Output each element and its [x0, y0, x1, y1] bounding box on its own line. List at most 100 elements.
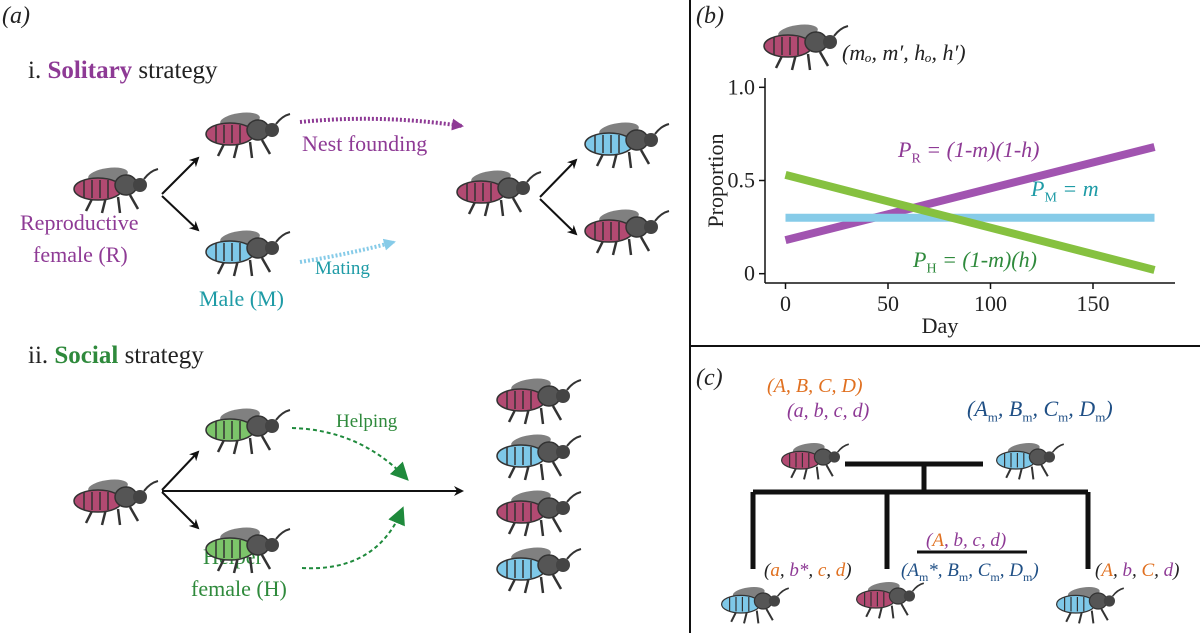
bee-icon [496, 547, 582, 594]
gene-c2b-0-sub: m [918, 569, 929, 584]
gene-fl-3: d [852, 400, 863, 422]
gene-c2b-2-sub: m [990, 569, 1000, 584]
split-arrow-up [161, 156, 200, 195]
gene-fu-3: D [841, 375, 856, 397]
x-tick-label: 100 [974, 291, 1007, 316]
helper-label-line2: female (H) [191, 576, 287, 601]
panel-b-label: (b) [696, 3, 724, 29]
gene-m-3-sub: m [1095, 409, 1106, 425]
x-tick-label: 50 [877, 291, 899, 316]
equation-R-rest: = (1-m)(1-h) [920, 137, 1040, 162]
female-genes-upper: (A, B, C, D) [767, 375, 863, 397]
gene-c2b-3-sub: m [1023, 569, 1033, 584]
solitary-heading: i. Solitary strategy [28, 58, 218, 83]
gene-fu-2: C [818, 375, 832, 397]
gene-fl-1: b [813, 400, 824, 422]
vertical-divider [689, 0, 691, 633]
child1-genes: (a, b*, c, d) [764, 560, 852, 581]
social-word: Social [54, 342, 119, 369]
bee-icon [205, 230, 291, 277]
gene-c2b-1-sub: m [958, 569, 969, 584]
gene-c2t-3: d [990, 530, 1000, 551]
social-split-down [161, 491, 200, 530]
bee-icon [205, 408, 291, 455]
gene-c3-3: d [1163, 560, 1174, 581]
gene-m-2: C [1043, 396, 1059, 421]
helping-arrow-bottom [301, 506, 405, 570]
params-label: (mₒ, m′, hₒ, h′) [842, 40, 966, 65]
bee-icon [996, 443, 1065, 480]
equation-R: PR = (1-m)(1-h) [898, 139, 1040, 166]
social-prefix: ii. [28, 342, 55, 369]
y-tick-label: 0 [744, 261, 755, 286]
gene-m-2-sub: m [1058, 409, 1069, 425]
y-tick-label: 1.0 [728, 74, 756, 99]
mating-label: Mating [315, 258, 370, 279]
gene-c1-2: c [817, 560, 827, 581]
equation-H-p: P [913, 247, 927, 272]
social-split-up [161, 450, 200, 491]
panel-c-label: (c) [696, 365, 723, 391]
bee-icon [1056, 587, 1125, 624]
bee-icon [496, 490, 582, 537]
gene-c2b-3: D [1009, 560, 1023, 581]
gene-m-1-sub: m [1022, 409, 1033, 425]
panel-a-label: (a) [2, 3, 30, 29]
bee-icon [584, 122, 670, 169]
gene-fu-1: B [795, 375, 809, 397]
gene-fl-2: c [833, 400, 843, 422]
series-line-R [784, 143, 1156, 245]
split-arrow-down [161, 195, 200, 232]
mating-arrow [299, 238, 396, 264]
male-label: Male (M) [199, 286, 284, 311]
y-tick-label: 0.5 [728, 168, 756, 193]
equation-H-sub: H [926, 261, 937, 277]
equation-M-p: P [1031, 176, 1045, 201]
series-line-H [784, 171, 1156, 274]
gene-c2b-0: A [907, 560, 919, 581]
bee-icon [763, 24, 849, 71]
gene-c3-0: A [1101, 560, 1113, 581]
x-tick-label: 0 [780, 291, 791, 316]
gene-c3-2: C [1141, 560, 1155, 581]
bee-icon [584, 209, 670, 256]
gene-c1-0: a [770, 560, 780, 581]
bee-icon [73, 167, 159, 214]
gene-c3-1: b [1122, 560, 1132, 581]
equation-R-sub: R [911, 151, 921, 167]
child2-genes-bottom: (Am*, Bm, Cm, Dm) [901, 560, 1039, 584]
social-suffix: strategy [118, 342, 204, 369]
gene-m-0-sub: m [987, 409, 998, 425]
equation-M-sub: M [1044, 190, 1057, 206]
equation-H-rest: = (1-m)(h) [936, 247, 1037, 272]
reproductive-label-line2: female (R) [33, 242, 128, 267]
bee-icon [781, 443, 850, 480]
nest-founding-label: Nest founding [302, 131, 428, 156]
bee-icon [496, 378, 582, 425]
offspring-split-up [539, 158, 578, 198]
reproductive-label-line1: Reproductive [20, 210, 139, 235]
child3-genes: (A, b, C, d) [1095, 560, 1180, 581]
helping-label: Helping [336, 411, 398, 432]
equation-M-rest: = m [1056, 176, 1099, 201]
bee-icon [205, 112, 291, 159]
solitary-prefix: i. [28, 57, 48, 84]
bee-icon [73, 479, 159, 526]
y-axis-label: Proportion [703, 133, 728, 227]
gene-m-3: D [1079, 396, 1096, 421]
x-tick-label: 150 [1077, 291, 1110, 316]
gene-c1-3: d [835, 560, 846, 581]
gene-c2b-2: C [977, 560, 991, 581]
child2-genes-top: (A, b, c, d) [926, 530, 1007, 551]
equation-M: PM = m [1031, 178, 1099, 205]
gene-c2t-2: c [972, 530, 981, 551]
gene-m-1: B [1008, 396, 1023, 421]
horizontal-divider [689, 345, 1200, 347]
offspring-split-down [539, 198, 578, 236]
bee-icon [205, 527, 291, 574]
gene-c2t-0: A [932, 530, 944, 551]
solitary-word: Solitary [47, 57, 133, 84]
